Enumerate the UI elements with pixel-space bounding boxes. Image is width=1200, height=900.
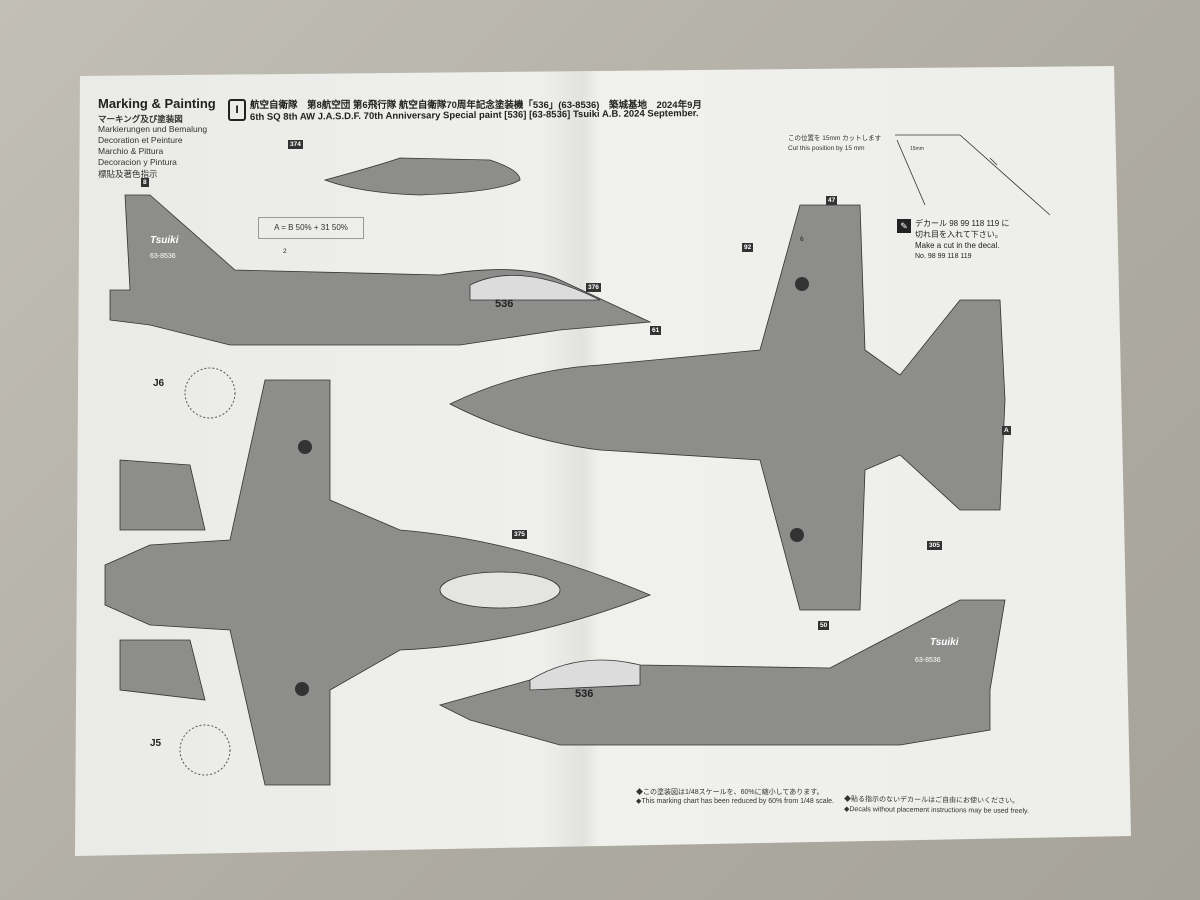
planform-right bbox=[449, 204, 1006, 611]
subtitle-cn: 標貼及著色指示 bbox=[98, 169, 158, 179]
subtitle-jp: マーキング及び塗装図 bbox=[98, 114, 183, 124]
detail-label-j5: J5 bbox=[150, 738, 162, 749]
decal-note-jp2: 切れ目を入れて下さい。 bbox=[915, 230, 1003, 239]
serial-upper: 63-8536 bbox=[150, 253, 176, 260]
callout: 376 bbox=[586, 283, 601, 292]
side-view-upper bbox=[109, 194, 652, 346]
callout: 8 bbox=[141, 178, 149, 187]
callout: 50 bbox=[818, 621, 830, 630]
scheme-title-jp: 航空自衛隊 第8航空団 第6飛行隊 航空自衛隊70周年記念塗装機「536」(63… bbox=[250, 100, 702, 111]
subtitle-de: Markierungen und Bemalung bbox=[98, 124, 208, 134]
footer-scale-en: ◆This marking chart has been reduced by … bbox=[636, 798, 834, 805]
callout: 61 bbox=[650, 326, 662, 335]
detail-label-j6: J6 bbox=[153, 378, 165, 389]
nose-number-upper: 536 bbox=[495, 298, 513, 310]
callout: 305 bbox=[927, 541, 942, 550]
cut-note-en: Cut this position by 15 mm bbox=[788, 145, 865, 152]
nose-number-lower: 536 bbox=[575, 688, 593, 700]
callout: 92 bbox=[742, 243, 754, 252]
footer-decals-jp: ◆貼る指示のないデカールはご自由にお使いください。 bbox=[843, 796, 1020, 805]
color-mix-legend: A = B 50% + 31 50% bbox=[258, 217, 364, 239]
subtitle-it: Marchio & Pittura bbox=[98, 146, 164, 156]
cut-dimension: 15mm bbox=[910, 146, 924, 152]
callout: 2 bbox=[283, 248, 287, 255]
footer-scale-jp: ◆この塗装図は1/48スケールを、60%に縮小してあります。 bbox=[636, 789, 824, 796]
knife-icon: ✎ bbox=[897, 219, 911, 233]
tail-text-upper: Tsuiki bbox=[150, 235, 179, 246]
callout: A bbox=[1002, 426, 1011, 435]
scheme-badge: I bbox=[228, 99, 246, 121]
page-title: Marking & Painting bbox=[98, 96, 216, 111]
drop-tank bbox=[323, 157, 521, 196]
subtitle-fr: Decoration et Peinture bbox=[98, 135, 183, 145]
planform-left bbox=[104, 379, 652, 786]
callout: 47 bbox=[826, 196, 838, 205]
cut-note-jp: この位置を 15mm カットします bbox=[788, 135, 882, 142]
tail-text-lower: Tsuiki bbox=[930, 637, 959, 648]
decal-note-jp1: デカール 98 99 118 119 に bbox=[915, 219, 1010, 228]
subtitle-es: Decoracion y Pintura bbox=[98, 157, 177, 167]
decal-note-numbers: No. 98 99 118 119 bbox=[915, 253, 972, 260]
callout: 6 bbox=[800, 236, 804, 243]
callout: 374 bbox=[288, 140, 303, 149]
callout: 375 bbox=[512, 530, 527, 539]
serial-lower: 63-8536 bbox=[915, 657, 941, 664]
decal-note-en: Make a cut in the decal. bbox=[915, 241, 1000, 250]
